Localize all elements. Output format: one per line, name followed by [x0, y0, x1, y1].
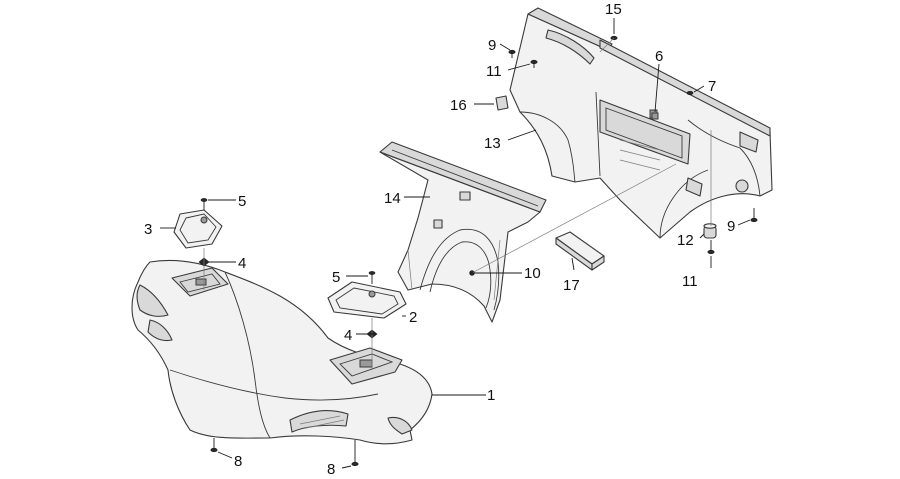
- callout-8-right: 8: [327, 461, 335, 478]
- callout-11-upper: 11: [486, 63, 502, 80]
- screw-5-left: [200, 198, 208, 210]
- callout-labels: 1 2 3 4 4 5 5 6 7 8 8 9 9 10 11 11 12 13…: [144, 1, 735, 478]
- callout-14: 14: [384, 190, 401, 207]
- callout-9-lower: 9: [727, 218, 735, 235]
- callout-2: 2: [409, 309, 417, 326]
- clip-nut-6: [651, 112, 659, 120]
- left-switch-cover: [173, 209, 223, 249]
- callout-10: 10: [524, 265, 541, 282]
- rubber-strip: [555, 231, 605, 271]
- right-switch-cover: [327, 281, 407, 319]
- screw-8-right: [351, 440, 359, 467]
- callout-6: 6: [655, 48, 663, 65]
- callout-12: 12: [677, 232, 694, 249]
- screws-and-nuts: [198, 35, 758, 467]
- callout-4-right: 4: [344, 327, 352, 344]
- screw-11-upper: [530, 59, 538, 68]
- grommet: [703, 223, 717, 239]
- screw-9-upper: [508, 49, 516, 58]
- front-handlebar-cover: [131, 259, 433, 445]
- callout-17: 17: [563, 277, 580, 294]
- callout-9-upper: 9: [488, 37, 496, 54]
- callout-8-left: 8: [234, 453, 242, 470]
- screw-5-right: [368, 271, 376, 284]
- callout-16: 16: [450, 97, 467, 114]
- rear-handlebar-cover: [509, 7, 773, 239]
- screw-9-lower: [750, 208, 758, 223]
- callout-15: 15: [605, 1, 622, 18]
- callout-5-right: 5: [332, 269, 340, 286]
- screw-8-left: [210, 438, 218, 453]
- screw-7: [686, 91, 694, 96]
- clip-part: [495, 95, 509, 111]
- callout-11-lower: 11: [682, 273, 698, 290]
- callout-4-left: 4: [238, 255, 246, 272]
- leader-lines: [160, 18, 751, 469]
- callout-1: 1: [487, 387, 495, 404]
- callout-5-left: 5: [238, 193, 246, 210]
- callout-7: 7: [708, 78, 716, 95]
- callout-3: 3: [144, 221, 152, 238]
- screw-11-lower: [707, 240, 715, 255]
- center-inner-panel: [379, 141, 547, 323]
- callout-13: 13: [484, 135, 501, 152]
